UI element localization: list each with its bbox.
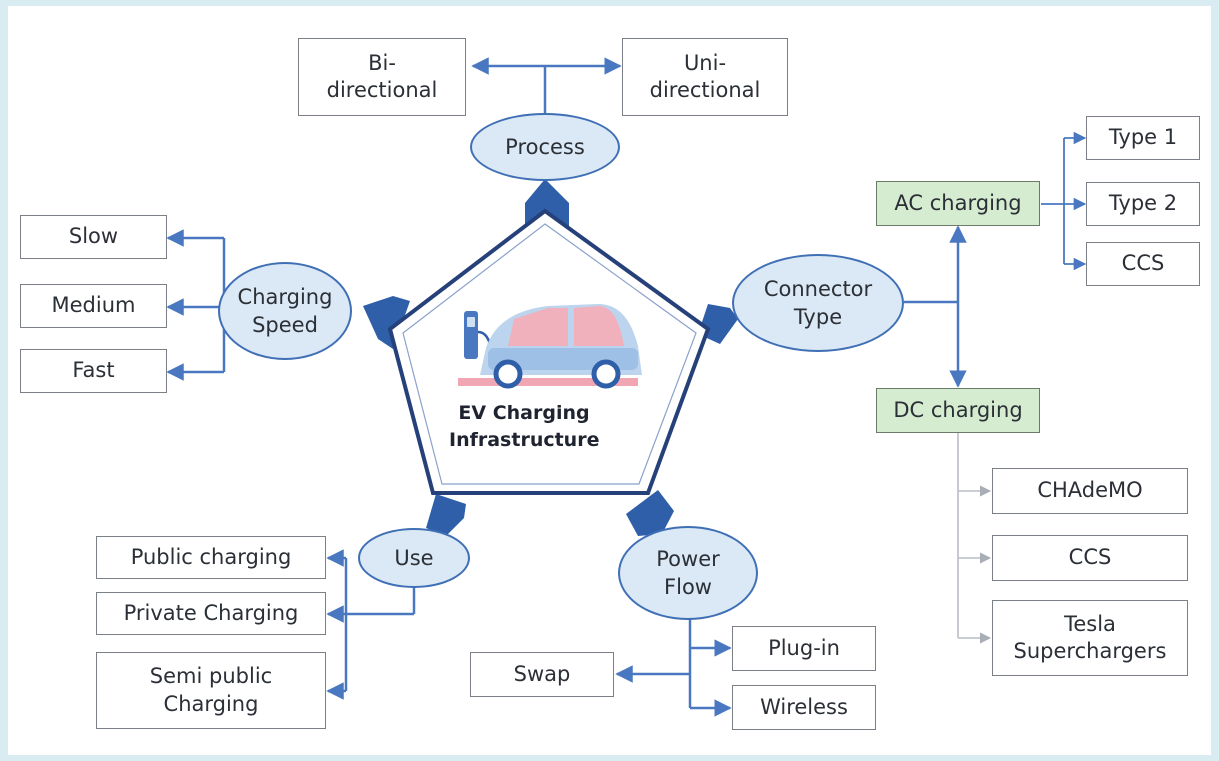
diagram-canvas: EV Charging Infrastructure Process Charg… <box>8 6 1211 755</box>
ac-charging: AC charging <box>876 181 1040 226</box>
node-connector-type-line-2: Type <box>793 305 843 329</box>
arrow-to-charging-speed <box>363 296 410 349</box>
node-use: Use <box>358 528 470 588</box>
speed-slow: Slow <box>20 215 167 259</box>
node-connector-type-line-1: Connector <box>763 276 873 301</box>
ac-type-2: Type 2 <box>1086 182 1200 226</box>
power-swap-label: Swap <box>513 661 571 686</box>
option-bidirectional-line-1: Bi- <box>368 50 396 75</box>
dc-tesla-line-1: Tesla <box>1064 611 1116 636</box>
option-unidirectional-line-2: directional <box>649 78 761 102</box>
use-private-charging-label: Private Charging <box>123 600 299 625</box>
arrow-to-process <box>525 179 569 226</box>
node-process-label: Process <box>505 134 585 159</box>
node-process: Process <box>470 113 620 181</box>
node-power-flow-line-2: Flow <box>664 575 712 599</box>
option-unidirectional: Uni- directional <box>622 38 788 116</box>
option-bidirectional: Bi- directional <box>298 38 466 116</box>
power-wireless: Wireless <box>732 685 876 730</box>
option-unidirectional-line-1: Uni- <box>683 50 727 75</box>
power-plug-in-label: Plug-in <box>768 635 840 660</box>
ac-charging-label: AC charging <box>894 190 1022 215</box>
dc-tesla-superchargers: Tesla Superchargers <box>992 600 1188 676</box>
dc-ccs: CCS <box>992 535 1188 581</box>
center-title-line-2: Infrastructure <box>449 428 600 451</box>
dc-ccs-label: CCS <box>1068 545 1112 570</box>
speed-medium-label: Medium <box>51 293 136 318</box>
connector-lines <box>166 57 1087 717</box>
dc-chademo-label: CHAdeMO <box>1037 478 1143 503</box>
block-arrows <box>363 179 738 536</box>
node-charging-speed-line-1: Charging <box>237 284 333 309</box>
ac-ccs: CCS <box>1086 242 1200 286</box>
dc-chademo: CHAdeMO <box>992 468 1188 514</box>
dc-charging: DC charging <box>876 388 1040 433</box>
speed-fast: Fast <box>20 349 167 393</box>
node-power-flow-line-1: Power <box>656 546 720 571</box>
node-charging-speed-line-2: Speed <box>252 313 318 337</box>
dc-tesla-line-2: Superchargers <box>1013 639 1167 663</box>
power-wireless-label: Wireless <box>760 694 848 719</box>
speed-fast-label: Fast <box>72 358 115 383</box>
ac-type-1: Type 1 <box>1086 116 1200 160</box>
use-public-charging: Public charging <box>96 536 326 579</box>
speed-medium: Medium <box>20 284 167 328</box>
node-connector-type: Connector Type <box>732 254 904 352</box>
power-plug-in: Plug-in <box>732 626 876 671</box>
arrow-to-power-flow <box>626 490 674 536</box>
power-swap: Swap <box>470 652 614 697</box>
node-power-flow: Power Flow <box>618 526 758 620</box>
ac-type-2-label: Type 2 <box>1108 191 1178 216</box>
use-public-charging-label: Public charging <box>130 544 292 569</box>
dc-charging-label: DC charging <box>893 397 1023 422</box>
use-semi-public-line-1: Semi public <box>149 664 273 689</box>
use-semi-public-line-2: Charging <box>163 691 259 716</box>
ac-type-1-label: Type 1 <box>1108 125 1178 150</box>
center-title: EV Charging Infrastructure <box>449 400 599 453</box>
node-charging-speed: Charging Speed <box>218 262 352 360</box>
use-semi-public-charging: Semi public Charging <box>96 652 326 729</box>
speed-slow-label: Slow <box>68 224 119 249</box>
node-use-label: Use <box>394 545 434 570</box>
ac-ccs-label: CCS <box>1121 251 1165 276</box>
use-private-charging: Private Charging <box>96 592 326 635</box>
center-title-line-1: EV Charging <box>458 402 590 424</box>
option-bidirectional-line-2: directional <box>326 78 438 102</box>
arrow-to-use <box>426 494 466 536</box>
ev-car-illustration <box>458 304 642 389</box>
